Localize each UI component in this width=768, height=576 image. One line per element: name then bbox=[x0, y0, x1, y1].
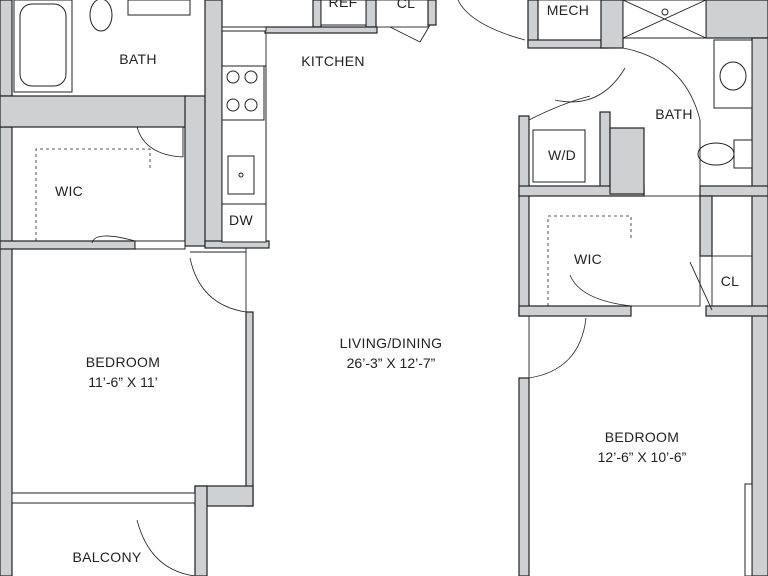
wall-cl-right-bottom bbox=[705, 305, 768, 317]
label-ref: REF bbox=[329, 0, 358, 10]
wic-left-door-swing bbox=[91, 235, 136, 244]
wall-balcony-right bbox=[194, 485, 208, 576]
label-bedroom-left: BEDROOM bbox=[86, 354, 160, 370]
cl-top-closet bbox=[375, 0, 429, 28]
label-living: LIVING/DINING bbox=[340, 335, 443, 351]
wall-mech-bottom bbox=[527, 39, 609, 49]
wall-wic-right-bottom bbox=[518, 305, 632, 317]
bath-left-fixtures bbox=[13, 0, 191, 158]
living-doors bbox=[136, 248, 753, 576]
bedroom-left-door-swing bbox=[189, 257, 247, 313]
wall-bath-kitchen-column bbox=[184, 95, 208, 247]
wic-right-shelf bbox=[547, 215, 632, 306]
room-labels: BATH KITCHEN REF CL MECH BATH WIC DW W/D… bbox=[55, 0, 739, 565]
mech-right-fixtures bbox=[537, 0, 753, 186]
wic-right-fixtures bbox=[528, 195, 753, 311]
wall-kitchen-left bbox=[204, 0, 223, 247]
label-living-dim: 26’-3” X 12’-7” bbox=[347, 355, 436, 371]
label-cl-right: CL bbox=[721, 273, 740, 289]
cl-right-closet bbox=[711, 255, 753, 307]
balcony-door-track bbox=[11, 492, 196, 504]
wic-left-enclosure bbox=[11, 126, 186, 242]
label-bath-left: BATH bbox=[119, 51, 157, 67]
label-balcony: BALCONY bbox=[72, 549, 141, 565]
wd-fixtures bbox=[528, 95, 591, 183]
label-kitchen: KITCHEN bbox=[301, 53, 365, 69]
label-cl-top: CL bbox=[397, 0, 416, 11]
wall-wd-right bbox=[599, 111, 611, 189]
wall-kitchen-top bbox=[264, 26, 378, 34]
washer-dryer bbox=[532, 129, 586, 183]
wall-wic-left-bottom bbox=[0, 240, 136, 250]
wall-left-exterior bbox=[0, 0, 13, 97]
wall-bedroom-left-right bbox=[245, 311, 254, 507]
label-dw: DW bbox=[229, 212, 253, 228]
label-bedroom-right: BEDROOM bbox=[605, 429, 679, 445]
label-bedroom-left-dim: 11’-6” X 11’ bbox=[88, 374, 158, 390]
toilet-right bbox=[697, 142, 735, 166]
balcony-door-swing bbox=[136, 519, 196, 576]
wall-ref-left bbox=[312, 0, 322, 28]
wall-cl-right bbox=[427, 0, 437, 26]
wall-mech-left bbox=[527, 0, 539, 47]
wall-bath-left-bottom bbox=[0, 95, 187, 128]
label-wd: W/D bbox=[548, 147, 576, 163]
wic-left-fixtures bbox=[11, 126, 186, 250]
wall-ref-cl bbox=[365, 0, 377, 28]
wall-left-exterior-lower bbox=[0, 126, 13, 576]
label-wic-left: WIC bbox=[55, 183, 83, 199]
bath-left-door-swing bbox=[136, 126, 184, 158]
mech-closet bbox=[537, 0, 602, 41]
label-bath-right: BATH bbox=[655, 106, 693, 122]
wall-wd-left bbox=[518, 115, 530, 317]
wall-bath-right-bottom bbox=[699, 185, 768, 197]
label-mech: MECH bbox=[547, 2, 589, 18]
kitchen-fixtures bbox=[221, 0, 526, 243]
vanity-left bbox=[127, 0, 191, 16]
wall-right-top bbox=[705, 0, 768, 39]
wic-left-shelf bbox=[35, 148, 151, 241]
bath-right-entry-swing bbox=[554, 67, 626, 103]
label-bedroom-right-dim: 12’-6” X 10’-6” bbox=[598, 449, 687, 465]
bedroom-right-door-swing bbox=[528, 317, 587, 379]
bathtub-basin bbox=[19, 3, 67, 87]
wall-bedroom-right-left bbox=[518, 377, 530, 576]
wall-bath-right-left bbox=[609, 127, 645, 195]
wall-wic-right-right bbox=[699, 195, 713, 257]
toilet-left bbox=[89, 0, 113, 32]
wall-mech-right bbox=[600, 0, 624, 49]
label-wic-right: WIC bbox=[574, 251, 602, 267]
refrigerator bbox=[320, 0, 367, 26]
